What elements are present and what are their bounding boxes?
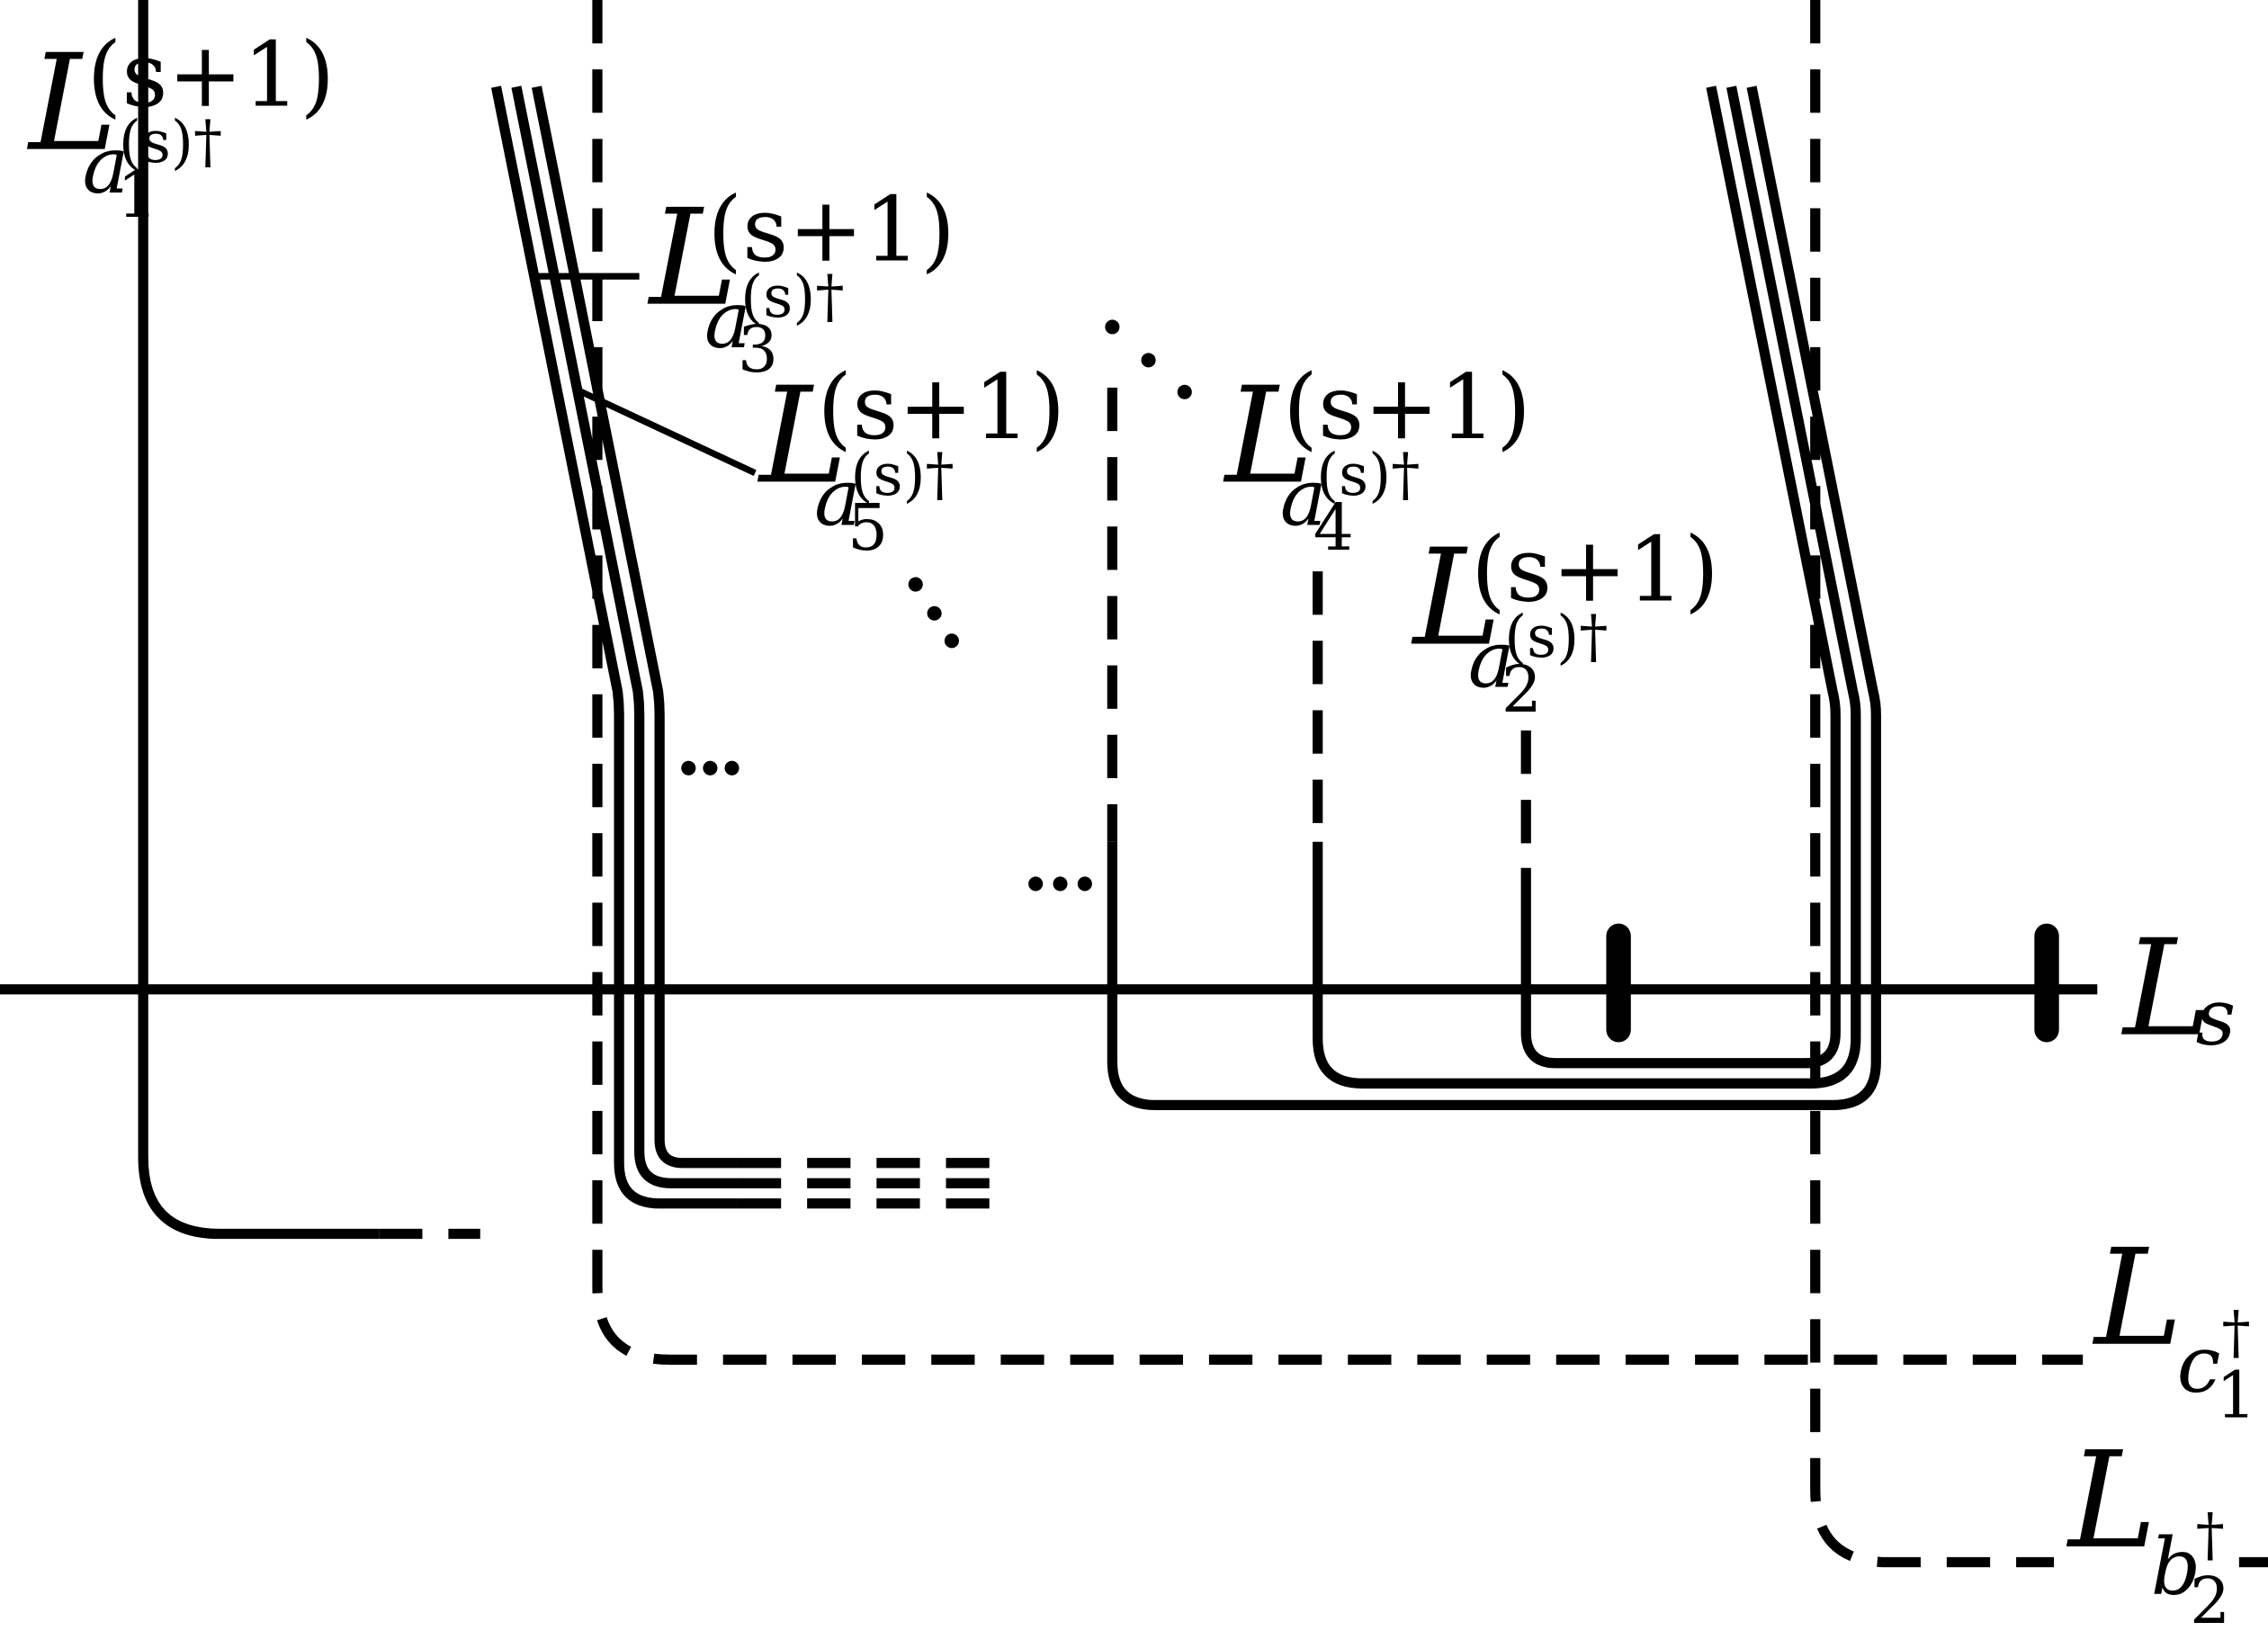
diag-dot: [927, 605, 942, 621]
h-dot: [1028, 876, 1044, 892]
diag-dot: [1177, 384, 1192, 399]
left-bundle-curve-2: [511, 85, 738, 1188]
svg-text:a: a: [704, 275, 751, 366]
svg-text:a: a: [1468, 615, 1515, 706]
h-dot: [1053, 876, 1068, 892]
svg-text:4: 4: [1313, 490, 1354, 565]
svg-text:(s+1): (s+1): [817, 354, 1065, 460]
diag-dot: [908, 577, 923, 592]
svg-text:L: L: [2066, 1423, 2156, 1578]
label-a2: L (s+1) a (s)† 2: [1411, 516, 1719, 727]
svg-text:3: 3: [738, 312, 778, 387]
svg-text:(s)†: (s)†: [740, 264, 844, 331]
svg-text:L: L: [2120, 911, 2211, 1066]
svg-text:(s)†: (s)†: [850, 442, 954, 509]
outer-curve: [1107, 85, 1881, 1111]
svg-text:L: L: [2092, 1221, 2183, 1376]
label-c1: L c † 1: [2092, 1221, 2256, 1433]
h-dot: [724, 760, 740, 775]
svg-text:b: b: [2151, 1522, 2201, 1613]
svg-text:(s)†: (s)†: [1504, 604, 1608, 671]
svg-text:2: 2: [1502, 652, 1542, 727]
diag-dot: [1105, 319, 1120, 335]
svg-text:a: a: [814, 453, 861, 544]
svg-text:1: 1: [117, 157, 157, 232]
label-a4: L (s+1) a (s)† 4: [1223, 354, 1531, 565]
svg-text:L: L: [26, 26, 117, 181]
svg-text:L: L: [757, 358, 847, 513]
label-a5: L (s+1) a (s)† 5: [757, 354, 1065, 565]
label-Ls: L s: [2120, 911, 2236, 1066]
a5-leader-line: [577, 387, 757, 477]
svg-text:1: 1: [2216, 1358, 2256, 1433]
a1-curve: [138, 0, 380, 1240]
svg-text:a: a: [1280, 453, 1327, 544]
h-dot: [703, 760, 718, 775]
svg-text:(s+1): (s+1): [707, 176, 955, 282]
left-bundle-curve-3: [531, 85, 738, 1169]
svg-text:L: L: [1223, 358, 1313, 513]
svg-text:†: †: [2222, 1299, 2251, 1367]
svg-text:L: L: [1411, 521, 1502, 676]
c1-dashed-curve: [592, 0, 2084, 1366]
svg-text:†: †: [2196, 1501, 2225, 1569]
a4-curve: [1313, 85, 1861, 1089]
b2-dashed-curve: [1810, 0, 2055, 1568]
label-b2: L b † 2: [2066, 1423, 2230, 1638]
h-dot: [681, 760, 696, 775]
svg-text:(s+1): (s+1): [1471, 516, 1719, 622]
diag-dot: [1141, 353, 1156, 368]
left-bundle-dashed-tails: [737, 1158, 990, 1209]
label-a1: L (s+1) a (s)† 1: [26, 22, 335, 232]
diag-dot: [944, 633, 959, 649]
h-dot: [1077, 876, 1092, 892]
a2-curve: [1520, 85, 1841, 1069]
label-a3: L (s+1) a (s)† 3: [647, 176, 955, 387]
svg-text:5: 5: [847, 490, 888, 565]
svg-text:(s)†: (s)†: [119, 109, 222, 176]
svg-text:2: 2: [2190, 1564, 2230, 1638]
svg-text:a: a: [83, 121, 130, 211]
left-bundle-curve-1: [490, 85, 738, 1209]
svg-text:(s)†: (s)†: [1316, 442, 1420, 509]
svg-text:(s+1): (s+1): [1283, 354, 1531, 460]
svg-text:L: L: [647, 181, 738, 336]
svg-text:s: s: [2196, 972, 2237, 1063]
svg-text:(s+1): (s+1): [86, 22, 335, 127]
svg-text:c: c: [2177, 1320, 2221, 1411]
